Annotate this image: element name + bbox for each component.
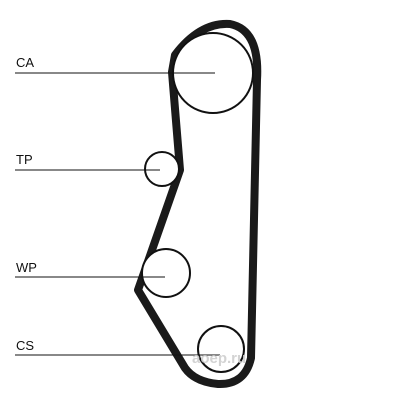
- label-ca: CA: [16, 55, 34, 70]
- timing-belt: [134, 19, 262, 389]
- watermark-text: aoep.ru: [192, 350, 246, 367]
- watermark: aoep.ru: [192, 350, 246, 367]
- label-cs: CS: [16, 338, 34, 353]
- tensioner-pulley: [144, 151, 180, 187]
- water-pump-pulley: [141, 248, 191, 298]
- label-tp: TP: [16, 152, 33, 167]
- label-wp: WP: [16, 260, 37, 275]
- crankshaft-pulley: [197, 325, 245, 373]
